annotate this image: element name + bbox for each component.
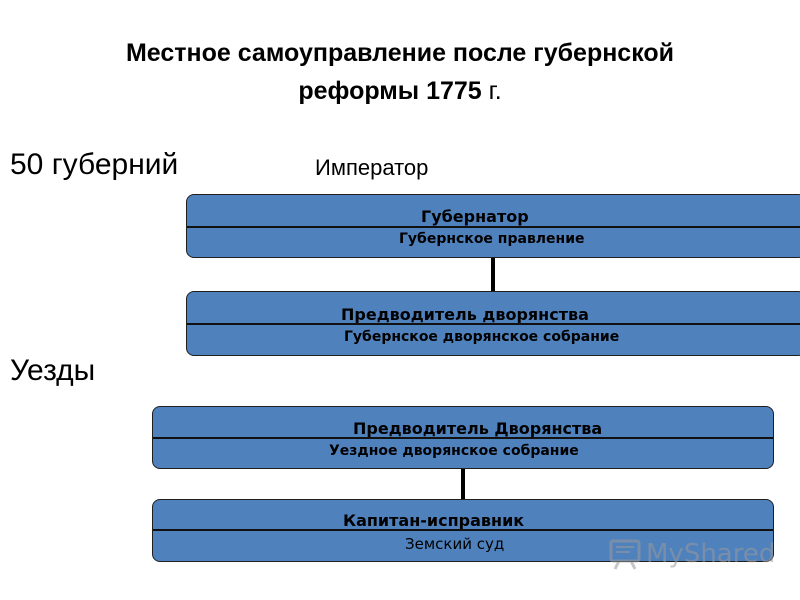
governor-subtitle: Губернское правление bbox=[399, 231, 585, 247]
governor-box: Губернатор Губернское правление bbox=[186, 194, 800, 258]
captain-title: Капитан-исправник bbox=[343, 511, 525, 530]
province-marshal-box: Предводитель дворянства Губернское дворя… bbox=[186, 291, 800, 356]
watermark-text: MyShared bbox=[646, 539, 776, 569]
presentation-board-icon bbox=[609, 539, 641, 570]
district-marshal-subtitle: Уездное дворянское собрание bbox=[329, 443, 579, 459]
district-marshal-box: Предводитель Дворянства Уездное дворянск… bbox=[152, 406, 774, 469]
governor-divider bbox=[187, 226, 800, 228]
province-marshal-subtitle: Губернское дворянское собрание bbox=[344, 329, 620, 345]
page-title: Местное самоуправление после губернской … bbox=[60, 34, 740, 110]
captain-divider bbox=[153, 529, 773, 531]
title-line-1: Местное самоуправление после губернской bbox=[125, 39, 675, 67]
provinces-label: 50 губерний bbox=[10, 148, 179, 181]
title-line-2: реформы 1775 г. bbox=[60, 72, 740, 110]
district-marshal-title: Предводитель Дворянства bbox=[353, 419, 603, 438]
captain-subtitle: Земский суд bbox=[405, 535, 505, 553]
connector-governor-marshal bbox=[491, 258, 495, 291]
province-marshal-title: Предводитель дворянства bbox=[341, 305, 589, 324]
district-marshal-divider bbox=[153, 437, 773, 439]
watermark: MyShared bbox=[608, 536, 775, 572]
captain-box: Капитан-исправник Земский суд bbox=[152, 499, 774, 562]
emperor-label: Император bbox=[315, 155, 429, 180]
title-line-2-suffix: г. bbox=[481, 77, 502, 105]
province-marshal-divider bbox=[187, 323, 800, 325]
governor-title: Губернатор bbox=[421, 207, 529, 226]
connector-district-marshal-captain bbox=[461, 468, 465, 499]
districts-label: Уезды bbox=[10, 354, 96, 387]
title-line-2-main: реформы 1775 bbox=[298, 77, 482, 105]
